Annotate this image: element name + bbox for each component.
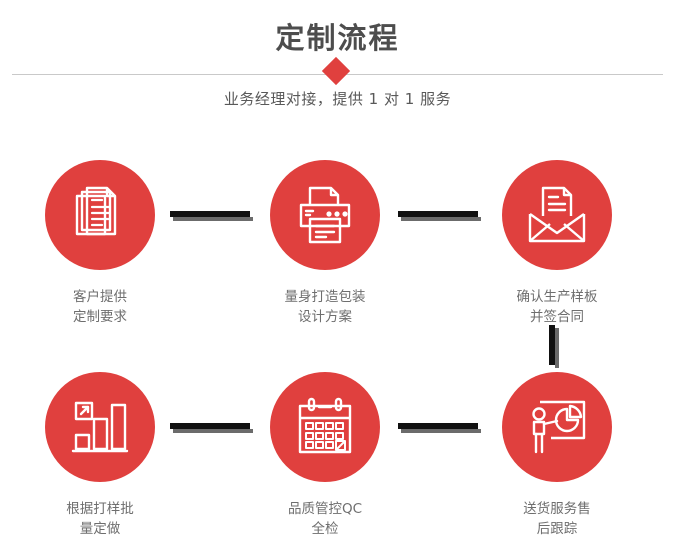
step-4-label: 根据打样批 量定做 [66, 501, 134, 537]
step-2-circle [270, 160, 380, 270]
flow-step-3[interactable]: 确认生产样板 并签合同 [482, 160, 632, 327]
step-1-circle [45, 160, 155, 270]
connector-bar [549, 325, 555, 365]
connector-bar [170, 211, 250, 217]
page-title: 定制流程 [275, 21, 400, 55]
step-3-label: 确认生产样板 并签合同 [516, 289, 598, 325]
header-subtitle: 业务经理对接，提供 1 对 1 服务 [223, 90, 452, 108]
connector-shadow [555, 328, 559, 368]
step-5-circle [270, 372, 380, 482]
flow-step-4[interactable]: 根据打样批 量定做 [25, 372, 175, 539]
header: 定制流程 业务经理对接，提供 1 对 1 服务 [0, 0, 675, 130]
step-2-label: 量身打造包装 设计方案 [284, 289, 366, 325]
connector-shadow [401, 429, 481, 433]
step-5-label: 品质管控QC 全检 [287, 501, 363, 537]
connector-step5-step6 [398, 423, 481, 433]
step-6-circle [502, 372, 612, 482]
flow-step-5[interactable]: 品质管控QC 全检 [250, 372, 400, 539]
connector-bar [170, 423, 250, 429]
connector-bar [398, 423, 478, 429]
connector-step3-step6 [549, 325, 559, 368]
connector-bar [398, 211, 478, 217]
flow-step-2[interactable]: 量身打造包装 设计方案 [250, 160, 400, 327]
process-flow: 客户提供 定制要求 [0, 130, 675, 550]
connector-shadow [173, 429, 253, 433]
step-1-label: 客户提供 定制要求 [73, 289, 127, 325]
step-3-circle [502, 160, 612, 270]
connector-step2-step3 [398, 211, 481, 221]
connector-shadow [173, 217, 253, 221]
step-4-circle [45, 372, 155, 482]
connector-step4-step5 [170, 423, 253, 433]
connector-step1-step2 [170, 211, 253, 221]
connector-shadow [401, 217, 481, 221]
flow-step-6[interactable]: 送货服务售 后跟踪 [482, 372, 632, 539]
step-6-label: 送货服务售 后跟踪 [523, 501, 591, 537]
flow-step-1[interactable]: 客户提供 定制要求 [25, 160, 175, 327]
